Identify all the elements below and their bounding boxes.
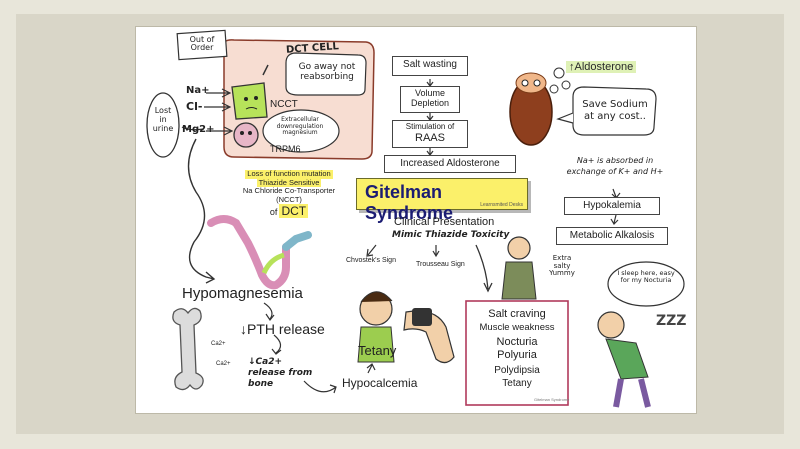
symptom-item: Nocturia [496,335,538,348]
bone-drawing [172,307,204,391]
aldosterone-up-label: ↑Aldosterone [566,61,637,73]
ncct-transporter-shape [231,82,268,120]
zzz-icon: ZZZ [656,313,686,329]
mg-ion-label: Mg2+ [182,124,215,135]
symptom-item: Tetany [502,378,532,389]
ncct-label: NCCT [270,99,298,110]
sleeping-person [597,311,625,339]
metabolic-alkalosis-box: Metabolic Alkalosis [556,227,668,245]
lost-in-urine-label: Lost in urine [152,106,174,133]
stimulation-label: Stimulation of [405,122,455,131]
stimulation-raas-box: Stimulation of RAAS [392,120,468,148]
go-away-label: Go away not reabsorbing [298,62,356,82]
trpm6-thought-bubble [262,109,340,153]
whiteboard: ZZZ DCT CELL Out of Order Go away not re… [136,27,696,413]
sleep-thought-bubble [607,261,685,307]
pth-release-label: ↓PTH release [240,321,325,337]
out-of-order-label: Out of Order [189,35,215,52]
mutation-line-2: Thiazide Sensitive [256,177,322,187]
raas-label: RAAS [415,131,445,144]
symptom-item: Polyuria [497,348,537,361]
go-away-bubble [285,52,367,96]
symptoms-box [465,300,569,406]
trousseau-label: Trousseau Sign [416,261,465,268]
cl-ion-label: Cl- [186,100,203,113]
extra-salty-label: Extra salty Yummy [549,254,575,278]
page-title: Gitelman Syndrome [365,182,454,223]
symptom-item: Polydipsia [494,364,540,376]
title-credit: Learnsmited Desks [480,202,523,208]
symptoms-list: Salt craving Muscle weakness Nocturia Po… [466,307,568,391]
save-sodium-text: Save Sodium at any cost.. [582,99,648,122]
salt-wasting-box: Salt wasting [392,56,468,76]
nephron-drawing [207,215,290,290]
out-of-order-sign [176,29,228,61]
clinical-heading: Clinical Presentation [394,216,495,228]
symptom-item: Salt craving [488,308,546,320]
mutation-line-1: Loss of function mutation [245,169,333,179]
title-box: Gitelman Syndrome Learnsmited Desks [356,178,528,223]
symptoms-credit: Gitelman Syndrome [534,397,570,402]
ca-ion-label: Ca2+ [211,341,226,347]
na-ion-label: Na+ [186,85,210,96]
trpm6-channel-shape [233,122,259,148]
mutation-line-4: (NCCT) [276,194,302,204]
mutation-dct: DCT [279,203,309,218]
hypomagnesemia-label: Hypomagnesemia [182,285,303,302]
na-absorbed-text: Na+ is absorbed in exchange of K+ and H+ [566,156,664,177]
hypokalemia-box: Hypokalemia [564,197,660,215]
mutation-of: of [269,206,278,217]
hypocalcemia-label: Hypocalcemia [342,376,418,390]
mimic-thiazide-label: Mimic Thiazide Toxicity [392,230,510,240]
sleep-bubble-text: I sleep here, easy for my Nocturia [617,269,675,285]
ca-release-label: ↓Ca2+ release from bone [248,357,313,389]
squiggle-arrow [187,138,216,284]
increased-aldosterone-box: Increased Aldosterone [384,155,516,173]
connector-lines: ZZZ [146,29,686,408]
symptom-item: Muscle weakness [479,321,555,333]
salty-eating-person [507,236,531,260]
chvostek-label: Chvostek's Sign [346,257,396,264]
lost-in-urine-circle [146,92,180,158]
trpm6-label: TRPM6 [270,144,301,154]
mutation-line-3: Na Chloride Co-Transporter [242,186,336,196]
ca-ion-label-2: Ca2+ [216,361,231,367]
trpm6-bubble-text: Extracellular downregulation magnesium [276,116,324,137]
volume-depletion-box: Volume Depletion [400,86,460,113]
tetany-label: Tetany [358,343,397,358]
mutation-note: Loss of function mutation Thiazide Sensi… [232,169,346,218]
save-sodium-bubble [572,86,657,136]
